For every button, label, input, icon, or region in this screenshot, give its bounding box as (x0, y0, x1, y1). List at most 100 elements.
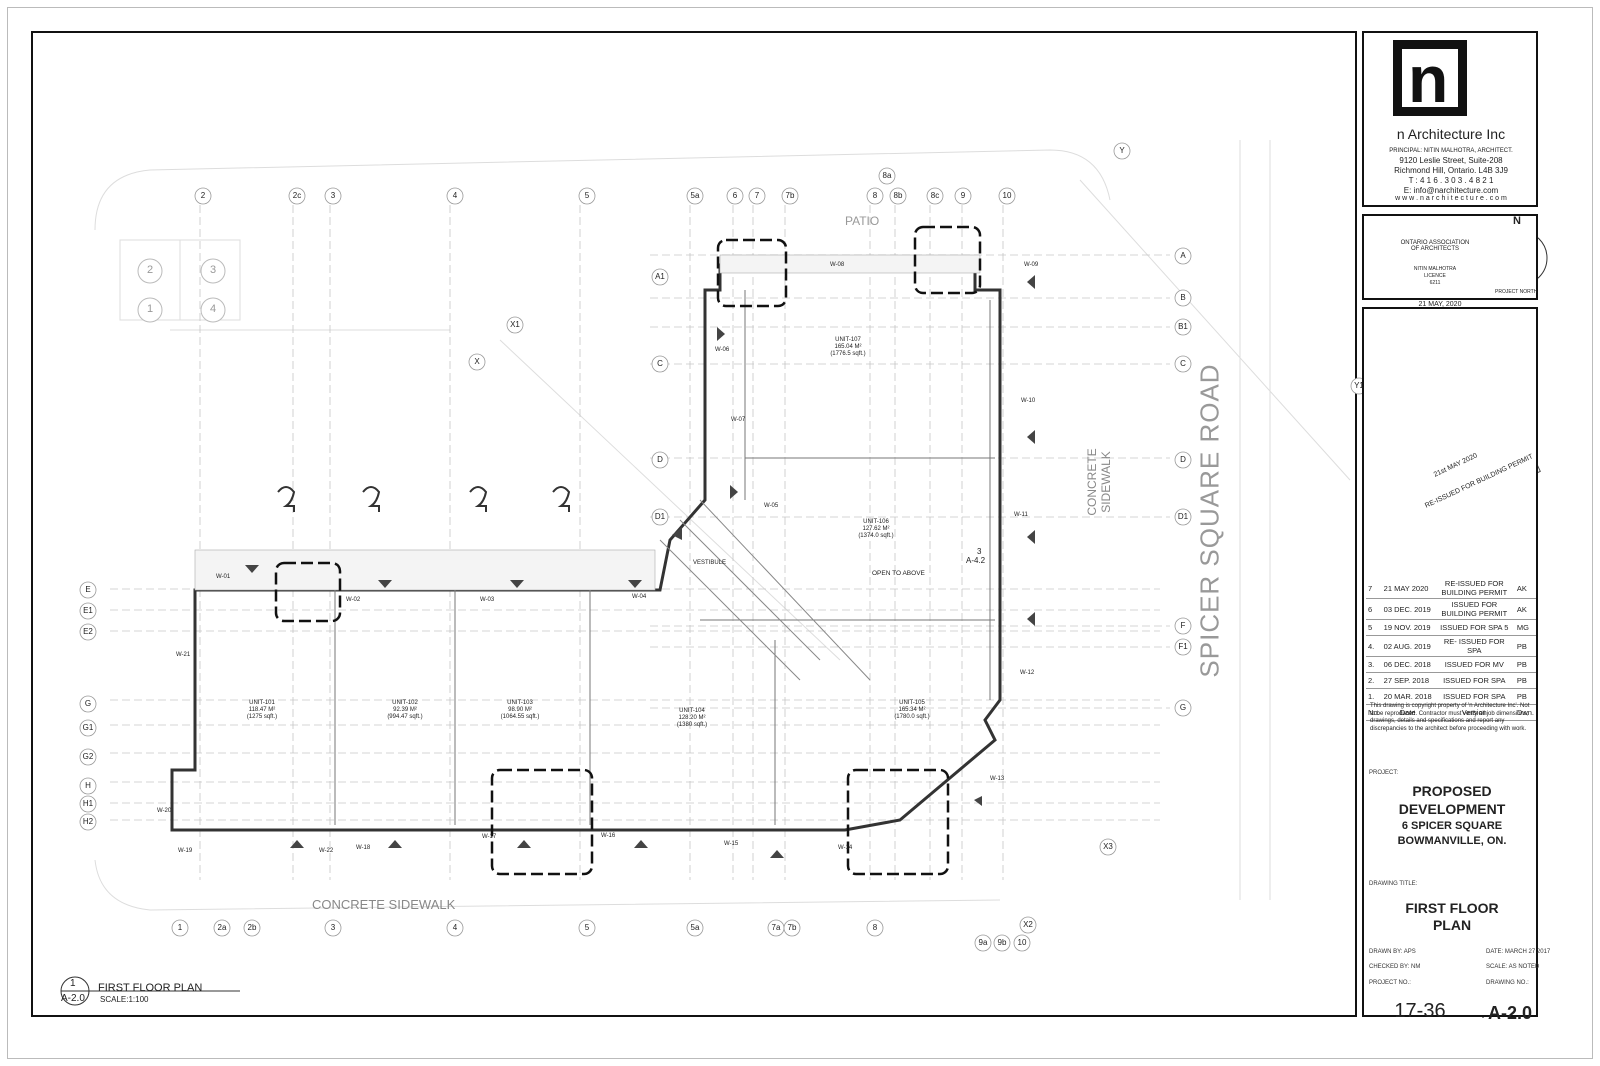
drawing-no-label: DRAWING NO.: (1486, 980, 1529, 986)
revision-by: PB (1514, 672, 1536, 689)
grid-label: 3 (330, 923, 336, 932)
window-tag: W-13 (990, 776, 1005, 782)
seal-box (1362, 214, 1538, 300)
window-tag: W-20 (157, 808, 172, 814)
project-line-3: 6 SPICER SQUARE (1401, 820, 1503, 832)
grid-label: 5 (584, 923, 590, 932)
seal-number: 6211 (1429, 280, 1441, 286)
drawing-title-line-1: FIRST FLOOR (1405, 900, 1499, 916)
vestibule-walls (659, 499, 871, 681)
grid-label: A (1180, 251, 1186, 260)
window-tag: W-12 (1020, 670, 1035, 676)
project-north-label: PROJECT NORTH (1495, 289, 1538, 295)
parking-number: 2 (146, 264, 154, 276)
grid-label: 7 (754, 191, 760, 200)
grid-label: C (657, 359, 663, 368)
firm-phone: T : 4 1 6 . 3 0 3 . 4 8 2 1 (1408, 176, 1494, 185)
revision-by: PB (1514, 635, 1536, 657)
grid-label: F1 (1178, 642, 1188, 651)
window-tag: W-04 (632, 594, 647, 600)
rev-header-date: Date (1381, 704, 1434, 721)
revision-date: 27 SEP. 2018 (1381, 672, 1434, 689)
firm-name: n Architecture Inc (1396, 126, 1506, 142)
grid-label: 10 (1002, 191, 1012, 200)
window-tag: W-17 (482, 834, 497, 840)
grid-label: 9a (978, 938, 988, 947)
project-number: 17-36 (1394, 1000, 1446, 1022)
checked-by: CHECKED BY: NM (1369, 964, 1421, 970)
window-tag: W-11 (1014, 512, 1028, 518)
unit-name: UNIT-104 (679, 708, 705, 714)
unit-name: UNIT-106 (863, 519, 889, 525)
parking-number: 1 (146, 303, 154, 315)
interior-walls (334, 290, 995, 825)
grid-label: C (1180, 359, 1186, 368)
grid-label: H2 (82, 817, 94, 826)
revision-date: 02 AUG. 2019 (1381, 635, 1434, 657)
rev-header-by: Dwn. (1514, 704, 1536, 721)
open-to-above-label: OPEN TO ABOVE (872, 570, 925, 577)
revision-no: 2. (1366, 672, 1382, 689)
project-line-4: BOWMANVILLE, ON. (1397, 835, 1507, 847)
drawing-date: DATE: MARCH 27 2017 (1486, 949, 1551, 955)
grid-label: 6 (732, 191, 738, 200)
grid-label: 3 (330, 191, 336, 200)
grid-label: 2c (292, 191, 302, 200)
firm-address-2: Richmond Hill, Ontario. L4B 3J9 (1394, 166, 1508, 175)
copyright-note: This drawing is copyright property of 'n… (1370, 703, 1530, 732)
drawing-scale: SCALE: AS NOTED (1486, 964, 1540, 970)
seal-association: ONTARIO ASSOCIATION OF ARCHITECTS (1400, 240, 1470, 252)
drawing-title-line-2: PLAN (1432, 917, 1472, 933)
callout-boxes (274, 225, 982, 876)
grid-label: 10 (1017, 938, 1027, 947)
rev-header-version: Version (1433, 704, 1515, 721)
plan-title-ref: A-2.0 (61, 993, 85, 1004)
grid-label: 9 (960, 191, 966, 200)
grid-label: E2 (83, 627, 93, 636)
grid-label: E (85, 585, 91, 594)
firm-website: w w w . n a r c h i t e c t u r e . c o … (1395, 195, 1507, 202)
firm-box (1362, 31, 1538, 207)
unit-area: 128.20 M² (678, 715, 706, 721)
unit-area: 165.34 M² (898, 707, 926, 713)
grid-label: H1 (82, 799, 94, 808)
grid-label: 7b (785, 191, 795, 200)
north-label: N (1513, 215, 1521, 227)
unit-sqft: (994.47 sqft.) (387, 714, 423, 720)
revision-version: ISSUED FOR SPA (1433, 688, 1515, 705)
drawing-frame (31, 31, 1357, 1017)
grid-label: G (1179, 703, 1187, 712)
revision-version: ISSUED FOR MV (1433, 656, 1515, 673)
unit-name: UNIT-103 (507, 700, 533, 706)
grid-label: 2a (217, 923, 227, 932)
project-line-2: DEVELOPMENT (1398, 801, 1506, 817)
grid-label: 1 (177, 923, 183, 932)
unit-area: 98.90 M² (508, 707, 532, 713)
grid-label: 7b (787, 923, 797, 932)
window-tag: W-15 (724, 841, 739, 847)
window-tag: W-10 (1021, 398, 1036, 404)
revision-version: RE-ISSUED FOR BUILDING PERMIT (1433, 578, 1515, 599)
revision-version: ISSUED FOR BUILDING PERMIT (1433, 598, 1515, 620)
firm-address-1: 9120 Leslie Street, Suite-208 (1399, 156, 1503, 165)
vestibule-label: VESTIBULE (693, 560, 727, 566)
grid-label: F (1180, 621, 1186, 630)
unit-area: 92.39 M² (393, 707, 417, 713)
unit-sqft: (1380 sqft.) (676, 722, 708, 728)
revision-date: 03 DEC. 2019 (1381, 598, 1434, 620)
grid-label: B1 (1178, 322, 1188, 331)
unit-sqft: (1780.0 sqft.) (894, 714, 930, 720)
seal-licence: LICENCE (1424, 273, 1446, 279)
revision-version: ISSUED FOR SPA 5 (1433, 619, 1515, 636)
window-tag: W-22 (319, 848, 334, 854)
grid-label: 4 (452, 191, 458, 200)
plan-title: FIRST FLOOR PLAN (98, 982, 203, 994)
grid-label: 9b (997, 938, 1007, 947)
